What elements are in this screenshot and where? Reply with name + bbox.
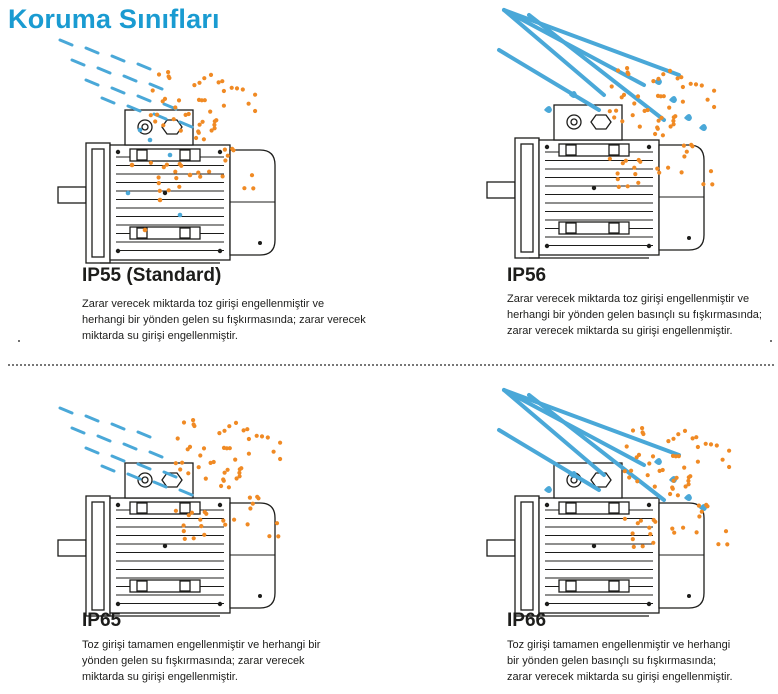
description-line: bir yönden gelen basınçlı su fışkırmasın…: [507, 655, 717, 667]
description-line: miktarda su girişi engellenmiştir.: [82, 330, 238, 342]
ip-description: Zarar verecek miktarda toz girişi engell…: [507, 291, 762, 339]
dust-particles-icon: [148, 70, 258, 193]
description-line: Toz girişi tamamen engellenmiştir ve her…: [507, 639, 731, 651]
motor-illustration: [486, 388, 732, 617]
ip-description: Toz girişi tamamen engellenmiştir ve her…: [82, 637, 320, 685]
section-divider: [8, 364, 774, 366]
motor-illustration: [57, 406, 283, 617]
panel-ip66: IP66 Toz girişi tamamen engellenmiştir v…: [389, 370, 778, 694]
motor-illustration: [57, 38, 276, 264]
panel-ip65: IP65 Toz girişi tamamen engellenmiştir v…: [0, 370, 389, 694]
ip-code: IP66: [507, 610, 547, 631]
ip-description: Zarar verecek miktarda toz girişi engell…: [82, 296, 366, 344]
water-spray-icon: [58, 406, 194, 497]
description-line: Zarar verecek miktarda toz girişi engell…: [507, 293, 750, 305]
description-line: yönden gelen su fışkırmasında; zarar ver…: [82, 655, 305, 667]
pressure-jet-icon: [497, 388, 707, 511]
description-line: zarar verecek miktarda su girişi engelle…: [507, 325, 733, 337]
description-line: herhangi bir yönden gelen basınçlı su fı…: [507, 309, 762, 321]
description-line: Toz girişi tamamen engellenmiştir ve her…: [82, 639, 321, 651]
ip-code: IP56: [507, 265, 547, 286]
dust-particles-icon: [173, 418, 283, 541]
ip-code: IP55 (Standard): [82, 265, 222, 286]
panel-ip55: IP55 (Standard) Zarar verecek miktarda t…: [0, 0, 389, 360]
dust-particles-icon: [607, 66, 717, 189]
ip-code: IP65: [82, 610, 122, 631]
dust-particles-icon: [622, 426, 732, 549]
description-line: herhangi bir yönden gelen su fışkırmasın…: [82, 314, 366, 326]
decorative-dot: [770, 340, 772, 342]
decorative-dot: [18, 340, 20, 342]
description-line: miktarda su girişi engellenmiştir.: [82, 671, 238, 683]
description-line: zarar verecek miktarda su girişi engelle…: [507, 671, 733, 683]
panel-ip56: IP56 Zarar verecek miktarda toz girişi e…: [389, 0, 778, 360]
pressure-jet-icon: [497, 8, 707, 131]
page-title: Koruma Sınıfları: [8, 4, 220, 34]
description-line: Zarar verecek miktarda toz girişi engell…: [82, 298, 325, 310]
ip-description: Toz girişi tamamen engellenmiştir ve her…: [507, 637, 733, 685]
motor-illustration: [486, 8, 717, 259]
